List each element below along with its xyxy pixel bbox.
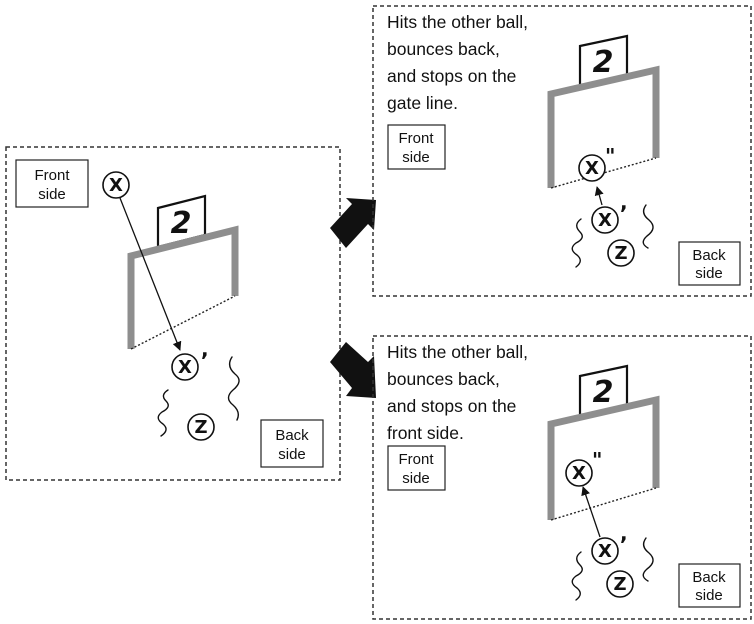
top-gate (547, 65, 660, 188)
top-caption-line4: gate line. (387, 93, 458, 113)
bottom-gate (547, 395, 660, 520)
top-caption: Hits the other ball, bounces back, and s… (387, 12, 528, 113)
left-ball-z: Z (187, 413, 215, 441)
bottom-ball-z: Z (606, 570, 634, 598)
bottom-front-side-line2: side (402, 470, 430, 487)
bottom-caption-line2: bounces back, (387, 369, 500, 389)
left-ball-path-arrow (119, 197, 182, 351)
bottom-back-side-line1: Back (692, 569, 726, 586)
left-back-side-line1: Back (275, 427, 309, 444)
left-ball-z-label: Z (194, 417, 207, 438)
top-front-side-label: Front side (387, 124, 446, 170)
left-gate-number: 2 (171, 206, 192, 241)
bottom-prime-mark: , (620, 521, 628, 545)
bottom-back-side-line2: side (695, 587, 723, 604)
left-panel: Front side 2 X X , Z (5, 146, 341, 481)
top-ball-x-double-prime: X " (578, 144, 615, 182)
left-front-side-line1: Front (34, 167, 70, 184)
bottom-right-panel-border (372, 335, 752, 620)
top-right-panel: Hits the other ball, bounces back, and s… (372, 5, 752, 297)
top-squiggle-left (571, 218, 583, 268)
bottom-caption-line1: Hits the other ball, (387, 342, 528, 362)
top-caption-line2: bounces back, (387, 39, 500, 59)
bottom-gate-number: 2 (593, 375, 614, 410)
top-back-side-line1: Back (692, 247, 726, 264)
bottom-front-side-line1: Front (398, 451, 434, 468)
top-squiggle-right (642, 204, 654, 249)
bottom-squiggle-left (571, 551, 583, 601)
bottom-ball-x-double-prime: X " (565, 448, 602, 487)
top-back-side-line2: side (695, 265, 723, 282)
big-arrow-up (330, 198, 376, 248)
top-ball-z-label: Z (614, 243, 627, 264)
left-ball-x-prime-label: X (178, 357, 192, 378)
top-prime-mark: , (620, 190, 628, 214)
bottom-ball-x-prime-label: X (598, 541, 612, 562)
bottom-gate-line (550, 487, 657, 521)
top-caption-line3: and stops on the (387, 66, 516, 86)
top-bounce-arrow (594, 186, 604, 206)
bottom-caption-line4: front side. (387, 423, 464, 443)
left-back-side-label: Back side (260, 419, 324, 468)
left-ball-x-start-label: X (109, 175, 123, 196)
top-ball-x-prime: X , (591, 190, 628, 234)
bottom-ball-z-label: Z (613, 574, 626, 595)
left-back-side-line2: side (278, 446, 306, 463)
bottom-double-prime-mark: " (592, 448, 602, 472)
bottom-bounce-arrow (581, 486, 601, 538)
left-ball-x-start: X (102, 171, 130, 199)
left-squiggle-right (227, 356, 240, 421)
top-right-panel-border (372, 5, 752, 297)
left-squiggle-left (157, 389, 169, 437)
top-front-side-line2: side (402, 149, 430, 166)
top-caption-line1: Hits the other ball, (387, 12, 528, 32)
bottom-caption: Hits the other ball, bounces back, and s… (387, 342, 528, 443)
top-ball-x-prime-label: X (598, 210, 612, 231)
top-gate-sign: 2 (578, 34, 629, 88)
left-gate-sign: 2 (156, 194, 207, 249)
top-ball-x-double-prime-label: X (585, 158, 599, 179)
big-arrow-down (330, 342, 376, 398)
top-ball-z: Z (607, 239, 635, 267)
left-gate (127, 225, 239, 349)
left-front-side-label: Front side (15, 159, 89, 208)
bottom-gate-sign: 2 (578, 364, 629, 418)
bottom-ball-x-prime: X , (591, 521, 628, 565)
bottom-back-side-label: Back side (678, 563, 741, 608)
bottom-ball-x-double-prime-label: X (572, 463, 586, 484)
top-double-prime-mark: " (605, 144, 615, 168)
left-front-side-line2: side (38, 186, 66, 203)
left-ball-x-prime: X , (171, 337, 209, 381)
left-panel-border (5, 146, 341, 481)
top-front-side-line1: Front (398, 130, 434, 147)
bottom-right-panel: Hits the other ball, bounces back, and s… (372, 335, 752, 620)
bottom-front-side-label: Front side (387, 445, 446, 491)
left-gate-line (130, 295, 236, 350)
top-back-side-label: Back side (678, 241, 741, 286)
bottom-squiggle-right (642, 537, 654, 582)
bottom-caption-line3: and stops on the (387, 396, 516, 416)
top-gate-number: 2 (593, 45, 614, 80)
left-prime-mark: , (201, 337, 209, 361)
